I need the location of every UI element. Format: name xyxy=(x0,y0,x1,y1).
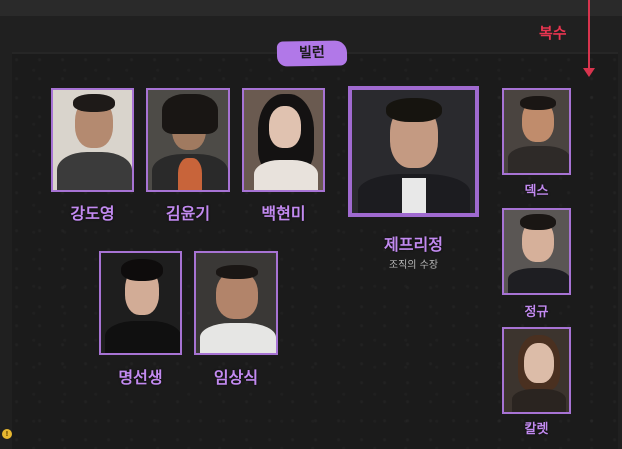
info-badge-icon: ! xyxy=(2,429,12,439)
character-card-dex[interactable] xyxy=(502,88,571,175)
portrait-hair xyxy=(73,94,115,112)
portrait-hair xyxy=(162,94,218,134)
revenge-arrow-down-icon xyxy=(583,68,595,77)
portrait-photo xyxy=(196,253,276,353)
portrait-photo xyxy=(148,90,228,190)
portrait-photo xyxy=(101,253,180,353)
character-name-kang-doyoung: 강도영 xyxy=(70,204,115,223)
portrait-hair xyxy=(386,98,442,122)
portrait-head xyxy=(216,271,258,319)
character-name-kim-yoongi: 김윤기 xyxy=(165,204,211,223)
character-name-myeong-seonsaeng: 명선생 xyxy=(118,368,163,387)
portrait-suit xyxy=(105,321,180,353)
portrait-photo xyxy=(352,90,475,213)
portrait-hair xyxy=(121,259,163,281)
character-card-kalet[interactable] xyxy=(502,327,571,414)
character-card-jeonggyu[interactable] xyxy=(502,208,571,295)
portrait-shirt xyxy=(402,178,426,213)
portrait-shirt xyxy=(178,158,202,190)
portrait-suit xyxy=(508,268,569,293)
character-card-jeffrey-jung[interactable] xyxy=(348,86,479,217)
character-role-jeffrey-jung: 조직의 수장 xyxy=(388,260,439,271)
revenge-label: 복수 xyxy=(539,24,567,42)
portrait-suit xyxy=(200,323,276,353)
character-name-jeonggyu: 정규 xyxy=(524,305,549,320)
character-card-kang-doyoung[interactable] xyxy=(51,88,134,192)
revenge-arrow-line xyxy=(588,0,590,70)
portrait-head xyxy=(269,106,301,148)
portrait-photo xyxy=(53,90,132,190)
character-name-dex: 덱스 xyxy=(524,184,549,199)
character-card-myeong-seonsaeng[interactable] xyxy=(99,251,182,355)
character-card-kim-yoongi[interactable] xyxy=(146,88,230,192)
portrait-photo xyxy=(504,90,569,173)
character-name-lim-sangsik: 임상식 xyxy=(213,368,259,387)
character-card-baek-hyunmi[interactable] xyxy=(242,88,325,192)
character-name-jeffrey-jung: 제프리정 xyxy=(384,235,443,254)
portrait-hair xyxy=(520,96,556,110)
portrait-hair xyxy=(520,214,556,230)
section-badge-villain: 빌런 xyxy=(276,40,348,67)
portrait-photo xyxy=(244,90,323,190)
portrait-hair xyxy=(216,265,258,279)
portrait-top xyxy=(254,160,318,190)
character-name-baek-hyunmi: 백현미 xyxy=(261,204,306,223)
portrait-suit xyxy=(57,152,132,190)
portrait-photo xyxy=(504,210,569,293)
character-card-lim-sangsik[interactable] xyxy=(194,251,278,355)
portrait-photo xyxy=(504,329,569,412)
portrait-head xyxy=(524,343,554,383)
top-band xyxy=(0,0,622,16)
portrait-top xyxy=(512,389,566,412)
character-name-kalet: 칼렛 xyxy=(524,422,549,437)
portrait-jacket xyxy=(508,146,569,173)
